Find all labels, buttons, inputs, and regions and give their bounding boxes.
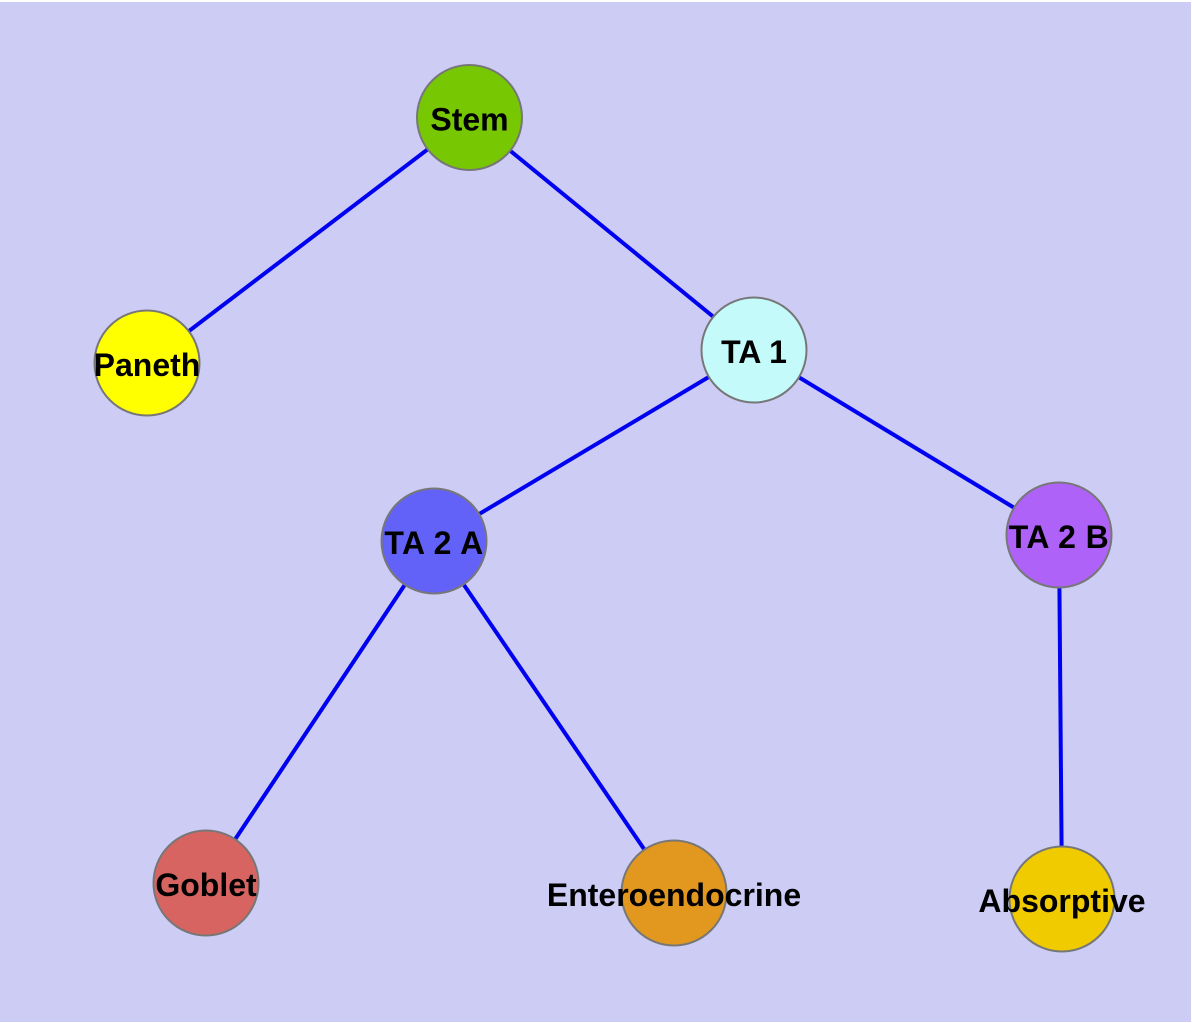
svg-text:Absorptive: Absorptive bbox=[978, 883, 1145, 919]
svg-text:Paneth: Paneth bbox=[94, 347, 201, 383]
svg-text:TA 2 B: TA 2 B bbox=[1009, 519, 1109, 555]
svg-text:TA 1: TA 1 bbox=[721, 334, 787, 370]
svg-text:Stem: Stem bbox=[430, 102, 508, 138]
svg-text:Goblet: Goblet bbox=[155, 867, 257, 903]
svg-text:Enteroendocrine: Enteroendocrine bbox=[547, 877, 801, 913]
svg-text:TA 2 A: TA 2 A bbox=[384, 525, 483, 561]
